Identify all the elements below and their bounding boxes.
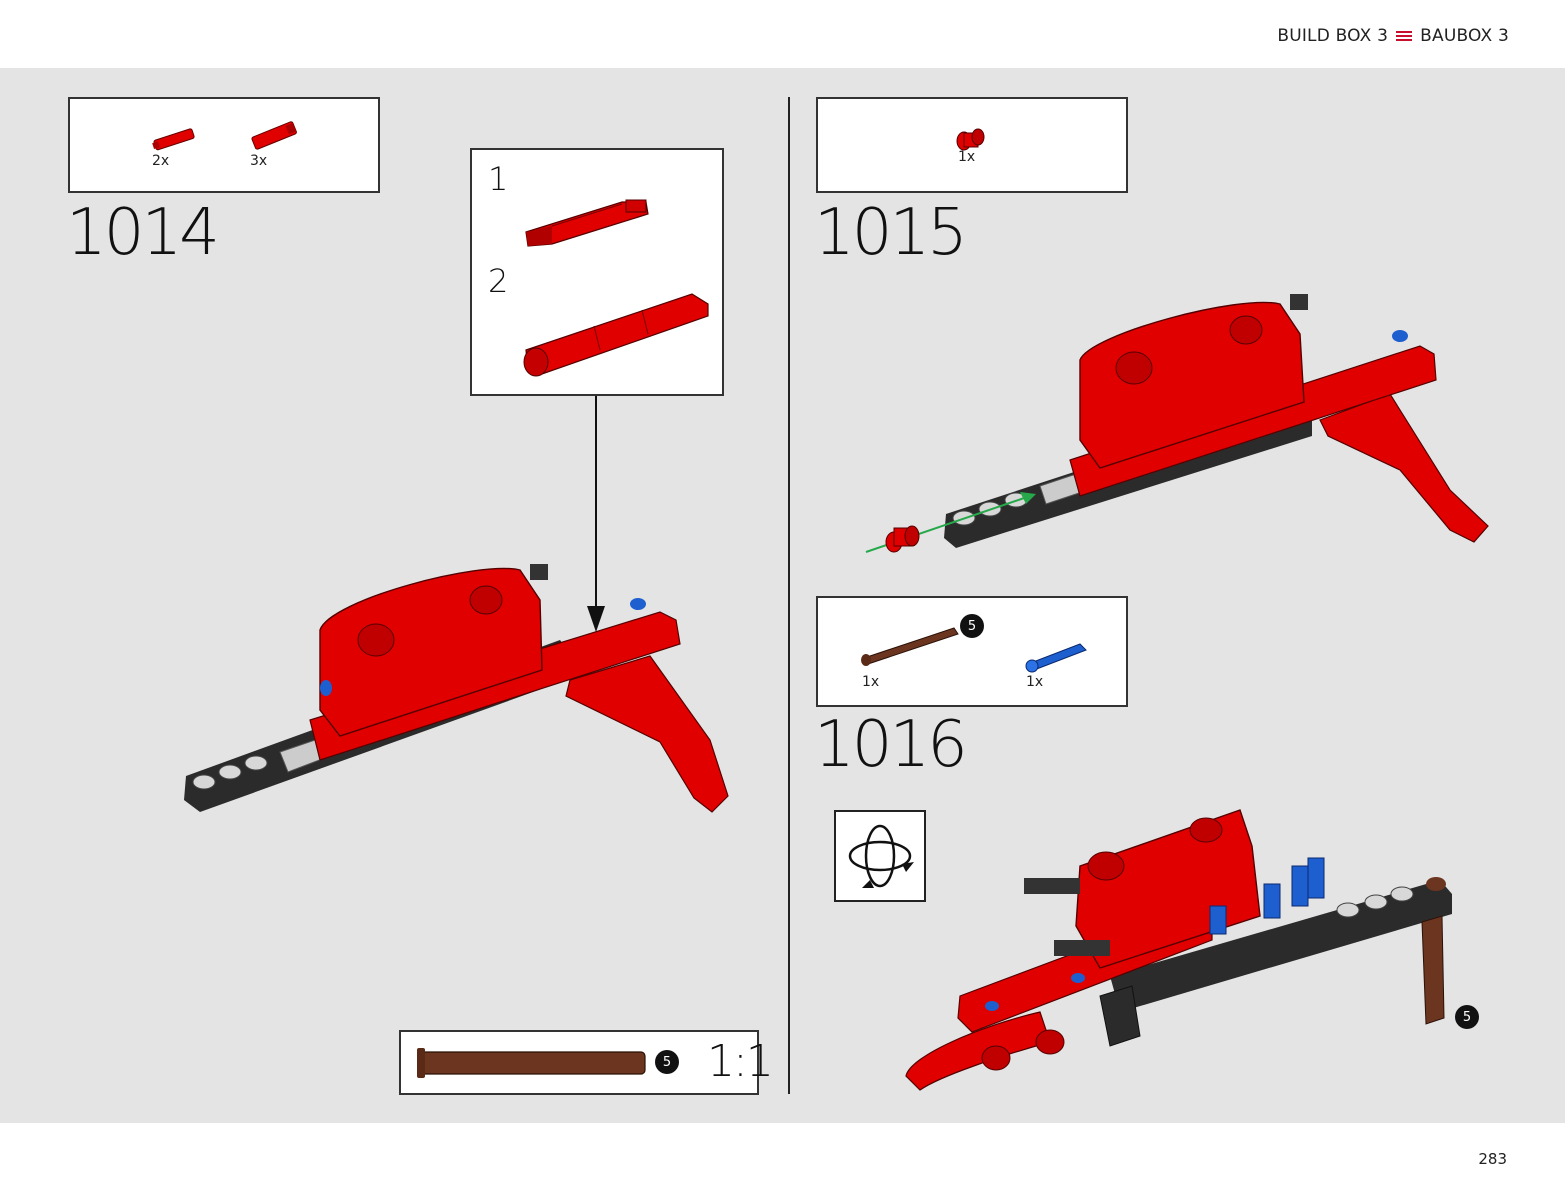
parts-box-1015: 1x (816, 97, 1128, 193)
blue-pin-icon (1025, 643, 1087, 673)
sub-assembly-callout: 1 2 (470, 148, 724, 396)
red-axle-connector-icon (251, 121, 297, 150)
part-qty: 1x (1026, 674, 1044, 690)
sub-step-2: 2 (488, 262, 509, 300)
parts-box-1016: 5 1x 1x (816, 596, 1128, 707)
parts-box-1014: 2x 3x (68, 97, 380, 193)
menu-lines-icon (1396, 30, 1413, 42)
rotate-model-box (834, 810, 926, 902)
red-axle-connector-icon (152, 128, 195, 151)
page-divider (788, 97, 790, 1094)
part-qty: 1x (958, 149, 976, 165)
build-box-en: BUILD BOX 3 (1277, 26, 1389, 46)
sub-step-1: 1 (488, 160, 509, 198)
red-bush-icon (956, 128, 985, 151)
step-number-1015: 1015 (814, 196, 968, 270)
part-qty: 1x (862, 674, 880, 690)
build-box-de: BAUBOX 3 (1420, 26, 1509, 46)
page-number: 283 (1478, 1150, 1507, 1168)
scale-ratio: 1:1 (707, 1036, 774, 1087)
brown-axle-icon (417, 1048, 646, 1078)
red-long-axle-icon (523, 293, 709, 377)
brown-axle-icon (861, 627, 959, 666)
red-bush-icon (885, 525, 920, 553)
step-number-1014: 1014 (66, 196, 220, 270)
length-badge: 5 (1455, 1005, 1479, 1029)
model-step-1014 (184, 564, 729, 813)
model-step-1016 (905, 809, 1452, 1091)
scale-box: 5 1:1 (399, 1030, 774, 1095)
page-header: BUILD BOX 3 BAUBOX 3 (0, 0, 1565, 68)
red-axle-assembly-icon (525, 199, 649, 247)
build-box-label: BUILD BOX 3 BAUBOX 3 (1277, 26, 1509, 46)
rotate-model-icon (848, 824, 914, 888)
step-number-1016: 1016 (814, 708, 968, 782)
part-qty: 3x (250, 153, 268, 169)
length-badge: 5 (655, 1050, 679, 1074)
page-footer: 283 (0, 1123, 1565, 1191)
part-qty: 2x (152, 153, 170, 169)
placement-arrow (587, 396, 605, 632)
length-badge: 5 (960, 614, 984, 638)
model-step-1015 (865, 294, 1489, 553)
